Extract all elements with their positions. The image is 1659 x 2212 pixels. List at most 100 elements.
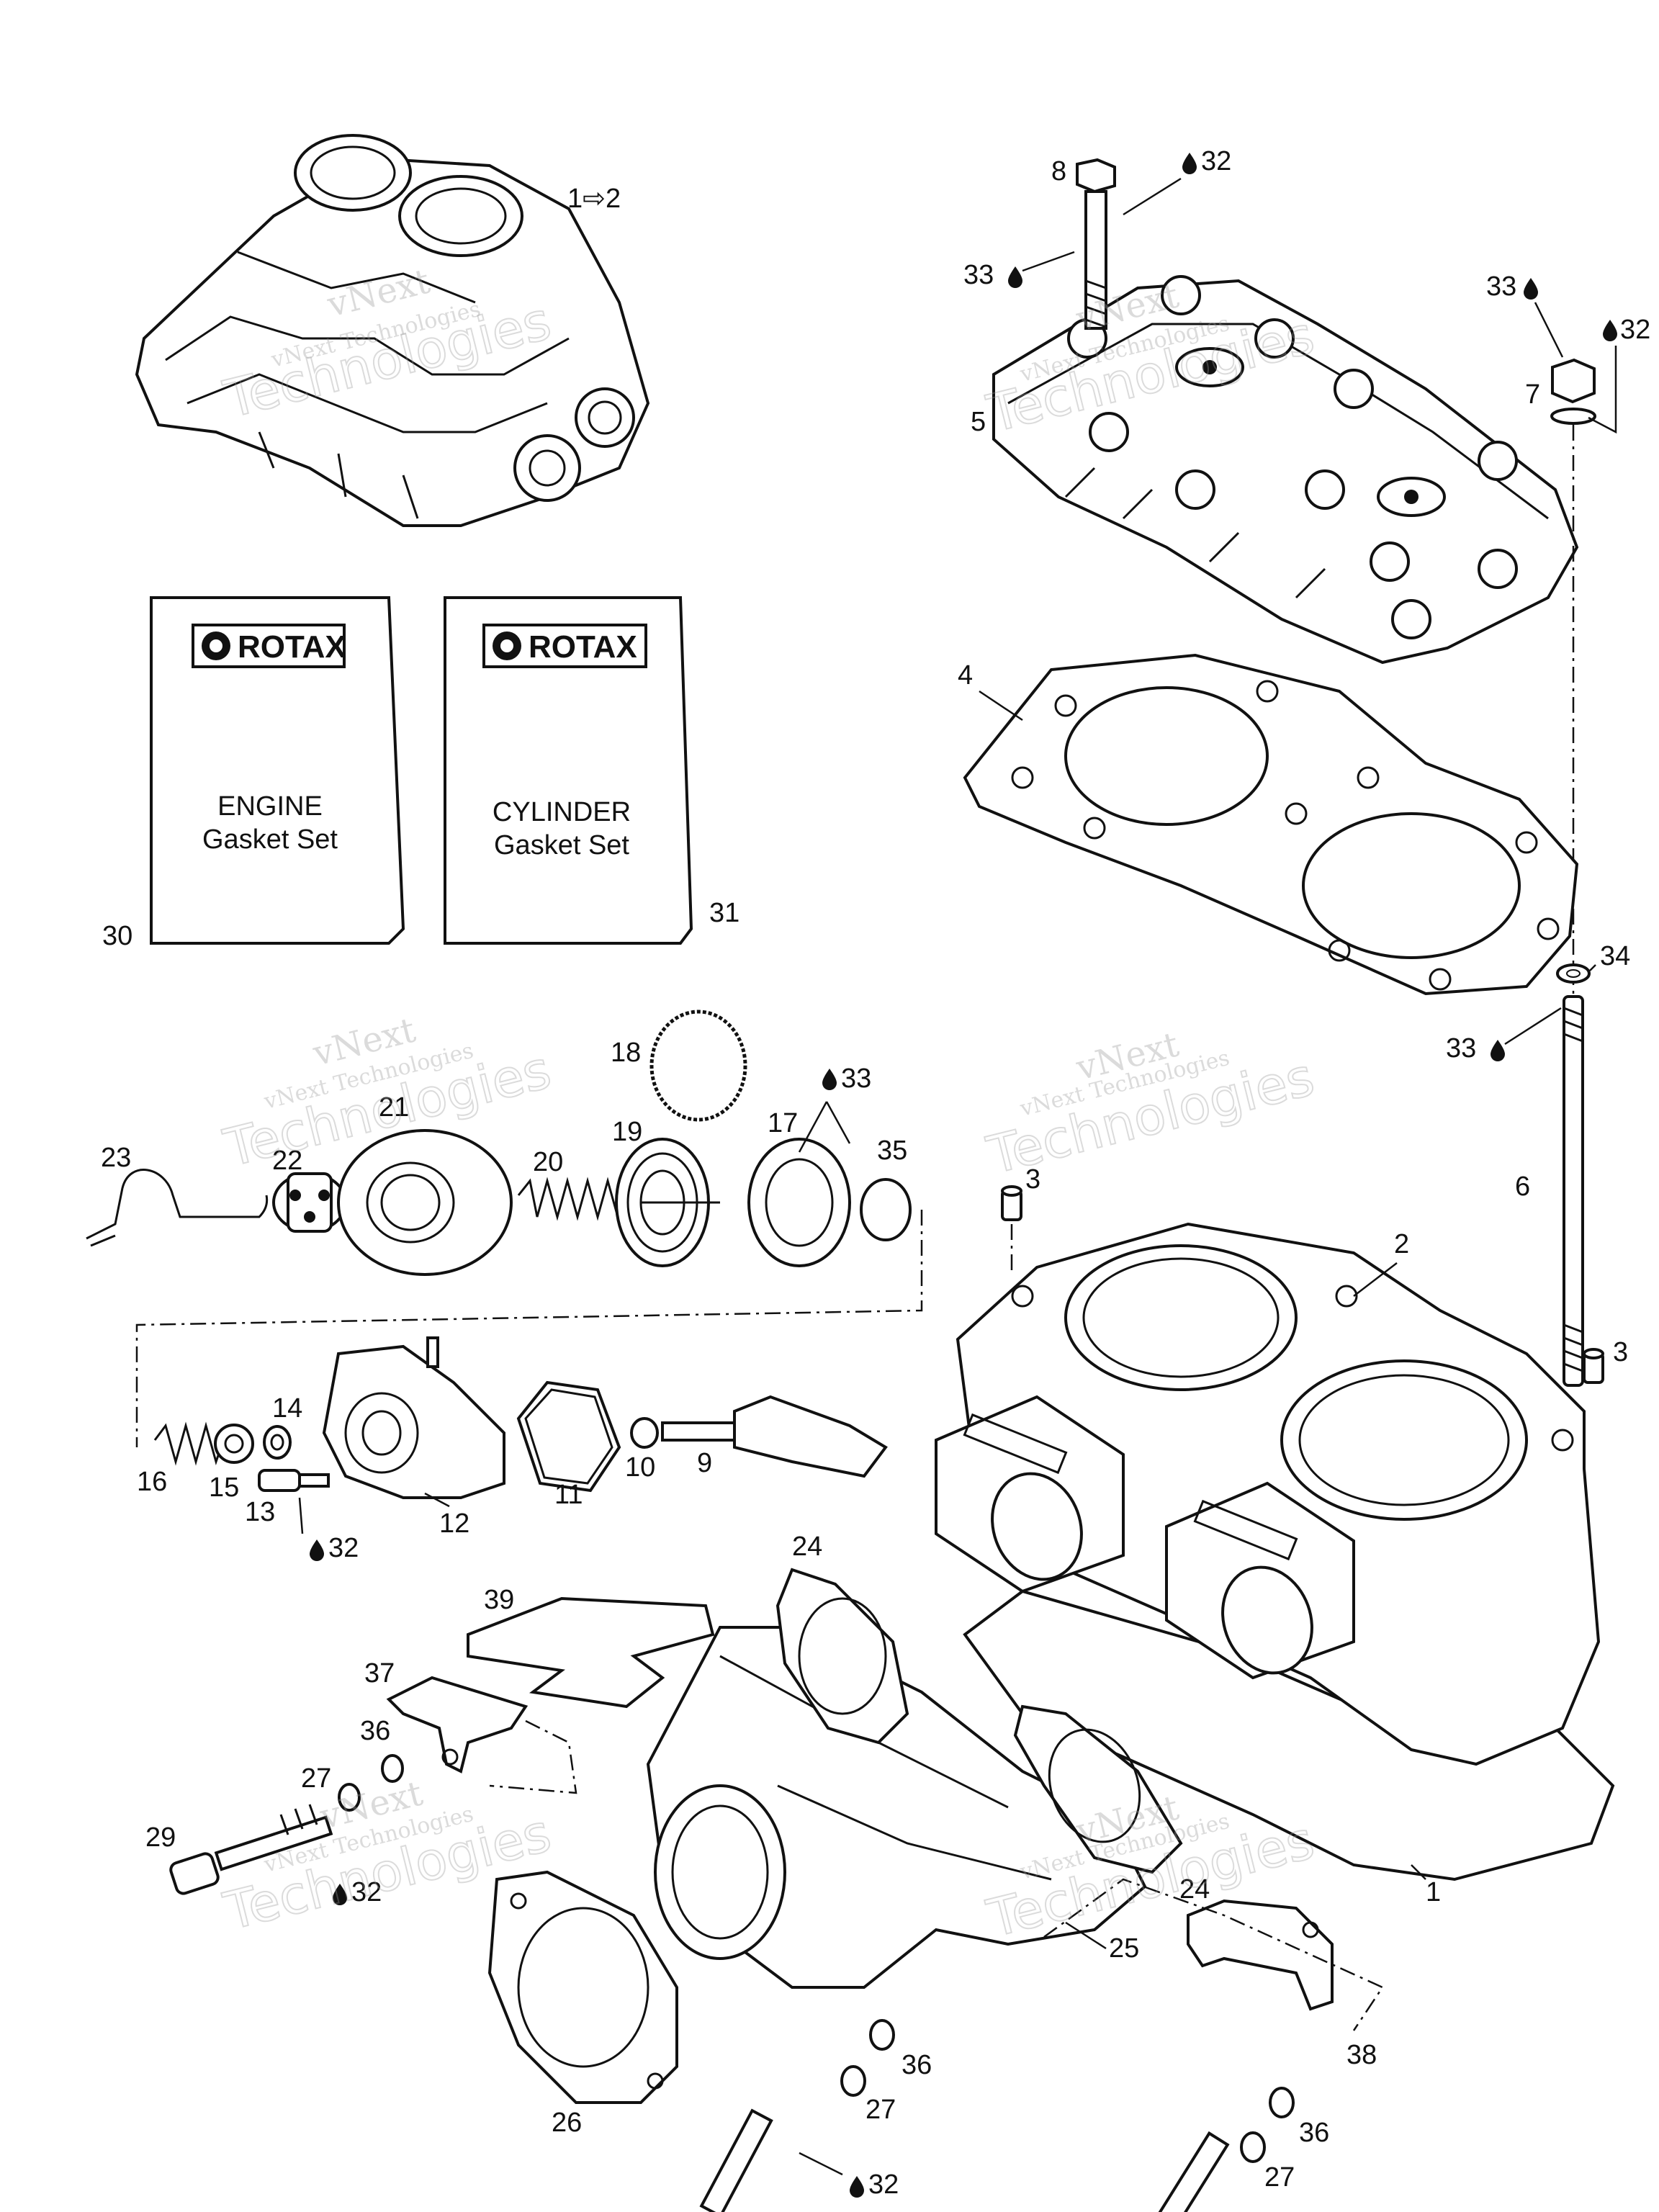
callout-32-bolt: 32 [351, 1877, 382, 1907]
valve-housing[interactable] [322, 1336, 505, 1499]
flat-washer-front[interactable] [338, 1783, 361, 1812]
cylinder-stud[interactable] [1563, 995, 1584, 1387]
adjustment-knob[interactable] [272, 1172, 347, 1233]
callout-29: 29 [145, 1822, 176, 1853]
rave-spring[interactable] [153, 1421, 228, 1466]
callout-32-nut: 32 [1620, 315, 1650, 345]
head-bolt[interactable] [1076, 158, 1116, 330]
callout-33-cap: 33 [841, 1064, 871, 1094]
callout-2: 2 [1394, 1229, 1409, 1259]
head-gasket[interactable] [963, 653, 1579, 996]
exhaust-manifold[interactable] [646, 1626, 1147, 1989]
washer[interactable] [263, 1425, 292, 1460]
callout-22: 22 [272, 1146, 302, 1176]
callout-3-right: 3 [1613, 1337, 1628, 1367]
engine-block-assembly[interactable] [135, 134, 650, 527]
retaining-ring[interactable] [649, 1010, 747, 1122]
callout-39: 39 [484, 1585, 514, 1615]
sealant-drop-icon [1008, 266, 1022, 288]
mounting-bolt[interactable] [169, 1804, 333, 1895]
o-ring[interactable] [860, 1178, 912, 1241]
dowel-pin[interactable] [1583, 1348, 1604, 1384]
callout-34: 34 [1600, 941, 1630, 971]
manifold-plate[interactable] [467, 1596, 715, 1709]
callout-10: 10 [625, 1452, 655, 1483]
manifold-flange-gasket[interactable] [487, 1870, 678, 2104]
callout-33-nut: 33 [1486, 271, 1516, 302]
lock-washer-rear[interactable] [1269, 2087, 1295, 2118]
kit-brand: ROTAX [529, 629, 637, 665]
callout-11: 11 [554, 1480, 583, 1510]
valve-spring[interactable] [517, 1177, 628, 1221]
housing-gasket[interactable] [516, 1380, 621, 1493]
callout-7: 7 [1525, 379, 1540, 410]
sealant-drop-icon [822, 1069, 837, 1090]
callout-32-top: 32 [1201, 146, 1231, 176]
valve-o-ring[interactable] [630, 1417, 659, 1449]
stud-washer[interactable] [1556, 963, 1591, 984]
callout-4: 4 [958, 660, 973, 691]
callout-21: 21 [379, 1092, 409, 1123]
support-bracket-front[interactable] [386, 1676, 529, 1773]
manifold-stud-right[interactable] [1154, 2131, 1230, 2212]
callout-27-front: 27 [301, 1763, 331, 1794]
spring-seat[interactable] [214, 1424, 254, 1464]
sealant-drop-icon [1182, 153, 1197, 174]
watermark: vNext vNext Technologies Technologies [217, 1773, 557, 1942]
sealant-drop-icon [1524, 278, 1538, 300]
kit-subtitle: Gasket Set [202, 824, 338, 855]
manifold-stud-left[interactable] [699, 2108, 773, 2212]
callout-32-stud: 32 [868, 2170, 899, 2200]
kit-title: ENGINE [217, 791, 323, 822]
exhaust-gasket-lower[interactable] [1013, 1704, 1183, 1874]
kit-subtitle: Gasket Set [494, 830, 629, 860]
lock-washer-mid[interactable] [869, 2019, 895, 2051]
callout-1: 1 [1426, 1877, 1441, 1907]
valve-bellows[interactable] [615, 1138, 720, 1267]
kit-brand: ROTAX [238, 629, 346, 665]
callout-23: 23 [101, 1143, 131, 1173]
callout-32-screw: 32 [328, 1533, 359, 1563]
cylinder-gasket-kit[interactable]: ROTAX CYLINDER Gasket Set [444, 596, 693, 945]
callout-17: 17 [768, 1108, 798, 1138]
housing-screw[interactable] [258, 1469, 330, 1492]
callout-3-left: 3 [1025, 1164, 1040, 1195]
watermark: vNext vNext Technologies Technologies [981, 1024, 1321, 1186]
head-nut[interactable] [1550, 358, 1596, 425]
callout-9: 9 [697, 1448, 712, 1478]
valve-cover[interactable] [337, 1129, 513, 1276]
lock-washer-front[interactable] [381, 1754, 404, 1783]
callout-6: 6 [1515, 1172, 1530, 1202]
flat-washer-mid[interactable] [840, 2065, 866, 2097]
callout-5: 5 [971, 407, 986, 437]
engine-gasket-kit[interactable]: ROTAX ENGINE Gasket Set [150, 596, 405, 945]
callout-24-lower: 24 [1179, 1874, 1210, 1905]
rave-valve-slide[interactable] [661, 1395, 888, 1478]
callout-36-mid: 36 [902, 2050, 932, 2080]
callout-37: 37 [364, 1658, 395, 1689]
callout-18: 18 [611, 1038, 641, 1068]
callout-35: 35 [877, 1136, 907, 1166]
support-bracket-rear[interactable] [1187, 1899, 1334, 2011]
cylinder-block[interactable] [935, 1222, 1601, 1766]
callout-27-rear: 27 [1264, 2162, 1295, 2193]
dowel-pin[interactable] [1001, 1185, 1022, 1221]
callout-14: 14 [272, 1393, 302, 1424]
cylinder-head[interactable] [992, 275, 1579, 665]
callout-19: 19 [612, 1117, 642, 1147]
rotax-logo-icon [493, 631, 521, 660]
sealant-drop-icon [850, 2176, 864, 2198]
callout-31: 31 [709, 898, 739, 928]
callout-20: 20 [533, 1147, 563, 1177]
flat-washer-rear[interactable] [1240, 2131, 1266, 2163]
callout-12: 12 [439, 1509, 469, 1539]
kit-title: CYLINDER [493, 797, 631, 827]
retaining-spring-clip[interactable] [86, 1169, 269, 1247]
exhaust-gasket-upper[interactable] [775, 1568, 909, 1745]
sealant-drop-icon [310, 1539, 324, 1561]
callout-36-front: 36 [360, 1716, 390, 1746]
callout-33-bolt: 33 [963, 260, 994, 290]
valve-cap[interactable] [747, 1138, 851, 1267]
sealant-drop-icon [1603, 320, 1617, 341]
